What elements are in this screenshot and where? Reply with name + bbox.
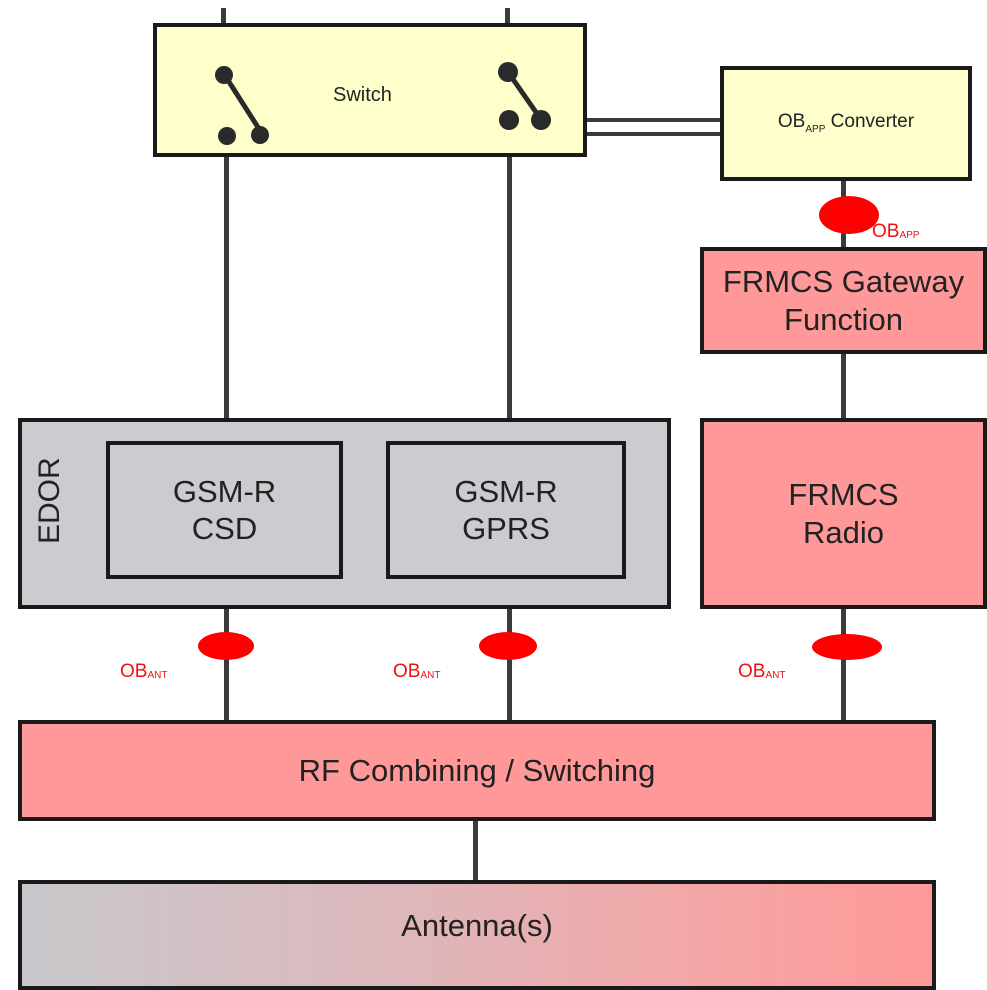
gateway-line1: FRMCS Gateway: [722, 264, 965, 300]
antenna-label: Antenna(s): [401, 908, 553, 944]
ob-app-main: OB: [872, 221, 900, 242]
gsm-r-csd-box: GSM-R CSD: [106, 441, 343, 579]
line-gateway-radio: [841, 352, 846, 420]
rf-label: RF Combining / Switching: [298, 752, 656, 788]
frmcs-radio-box: FRMCS Radio: [700, 418, 987, 609]
line-csd-top: [224, 132, 229, 420]
rf-combining-switching-box: RF Combining / Switching: [18, 720, 936, 821]
gateway-line2: Function: [784, 301, 903, 337]
gprs-line1: GSM-R: [454, 473, 558, 509]
switch-contact-right-bottom: [499, 110, 519, 130]
converter-text: Converter: [830, 111, 915, 133]
ob-ant-gprs-main: OB: [393, 661, 421, 682]
ob-ant-marker-frmcs: [812, 634, 882, 660]
ob-ant-marker-gprs: [479, 632, 537, 660]
switch-label: Switch: [333, 84, 392, 106]
csd-line2: CSD: [191, 511, 258, 546]
converter-label: OBAPP Converter: [778, 111, 914, 136]
ob-app-interface-marker: [819, 196, 879, 234]
gsm-r-gprs-box: GSM-R GPRS: [386, 441, 626, 579]
frmcs-radio-line1: FRMCS: [788, 477, 899, 513]
csd-text: GSM-R CSD: [173, 473, 276, 547]
ob-ant-csd-sub: ANT: [147, 670, 168, 681]
ob-ant-label-frmcs: OBANT: [738, 662, 785, 681]
gprs-text: GSM-R GPRS: [454, 473, 557, 547]
switch-contact-left-alt: [251, 126, 269, 144]
switch-contact-left-bottom: [218, 127, 236, 145]
line-gprs-top: [507, 120, 512, 420]
ob-ant-gprs-sub: ANT: [420, 670, 441, 681]
switch-contact-left-top: [215, 66, 233, 84]
ob-app-sub: APP: [899, 230, 920, 241]
line-converter-to-switch-upper: [540, 118, 722, 122]
ob-app-converter-box: OBAPP Converter: [720, 66, 972, 181]
ob-app-label: OBAPP: [872, 222, 919, 241]
gateway-text: FRMCS Gateway Function: [723, 263, 964, 337]
gprs-line2: GPRS: [462, 511, 550, 546]
frmcs-gateway-function-box: FRMCS Gateway Function: [700, 247, 987, 354]
switch-contact-right-top: [498, 62, 518, 82]
line-rf-antenna: [473, 818, 478, 882]
ob-ant-frmcs-sub: ANT: [765, 670, 786, 681]
line-gprs-rf: [507, 606, 512, 722]
ob-ant-label-csd: OBANT: [120, 662, 167, 681]
switch-contact-right-alt: [531, 110, 551, 130]
ob-ant-csd-main: OB: [120, 661, 148, 682]
frmcs-radio-line2: Radio: [803, 514, 884, 550]
switch-lever-left: [221, 72, 264, 134]
ob-ant-marker-csd: [198, 632, 254, 660]
ob-ant-label-gprs: OBANT: [393, 662, 440, 681]
converter-prefix: OB: [777, 111, 806, 133]
edor-label: EDOR: [33, 457, 66, 544]
converter-sub: APP: [805, 123, 826, 135]
line-radio-rf: [841, 606, 846, 722]
frmcs-radio-text: FRMCS Radio: [788, 476, 898, 550]
ob-ant-frmcs-main: OB: [738, 661, 766, 682]
csd-line1: GSM-R: [172, 473, 277, 509]
line-csd-rf: [224, 606, 229, 722]
antenna-box: Antenna(s): [18, 880, 936, 990]
